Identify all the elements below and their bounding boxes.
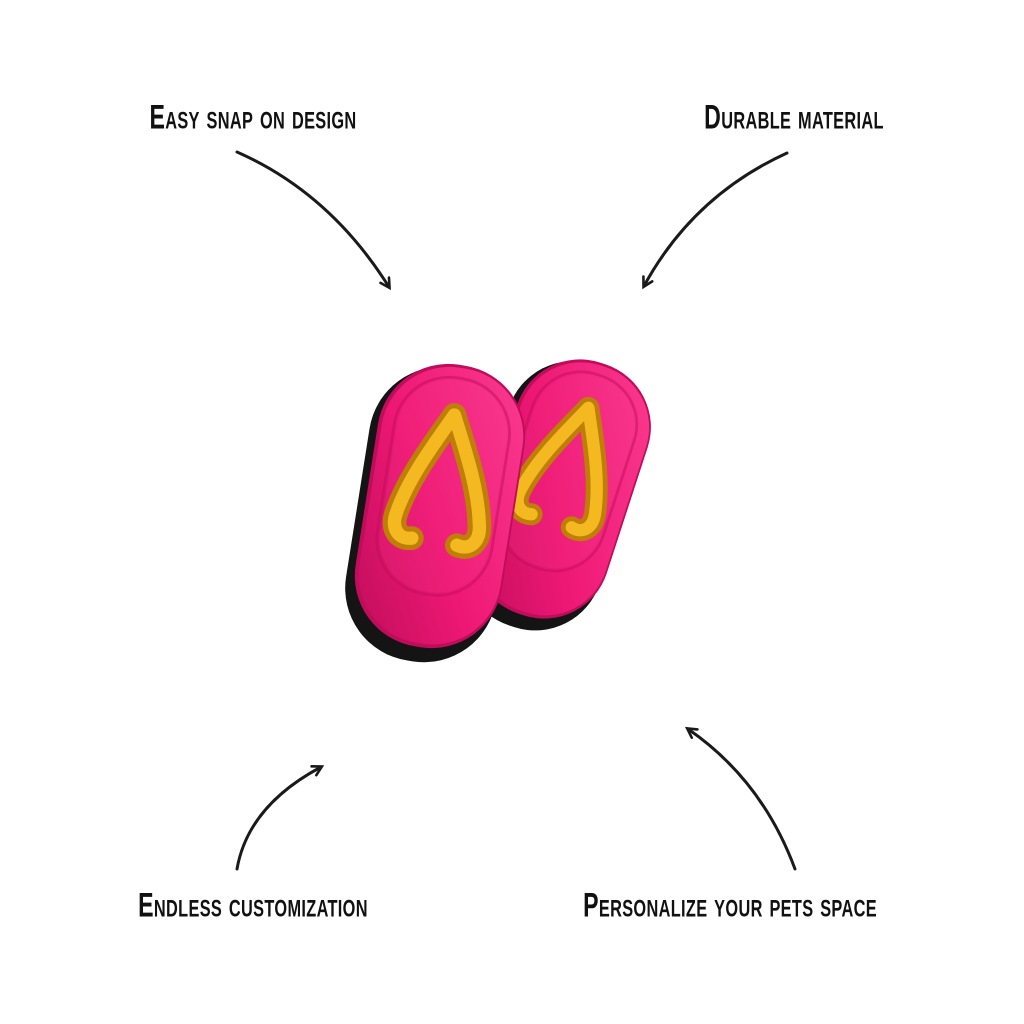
- arrow-top-left: [235, 150, 391, 291]
- feature-label-easy-snap-on-design: Easy snap on design: [149, 98, 357, 137]
- flip-flops-image: [335, 340, 668, 673]
- feature-label-durable-material: Durable material: [704, 98, 884, 137]
- arrow-bottom-left: [235, 765, 325, 871]
- feature-label-endless-customization: Endless customization: [138, 886, 368, 925]
- flip-flop-left: [335, 352, 536, 673]
- arrow-top-right: [642, 151, 789, 290]
- feature-label-personalize-pets-space: Personalize your pets space: [583, 886, 877, 925]
- arrow-bottom-right: [684, 726, 797, 871]
